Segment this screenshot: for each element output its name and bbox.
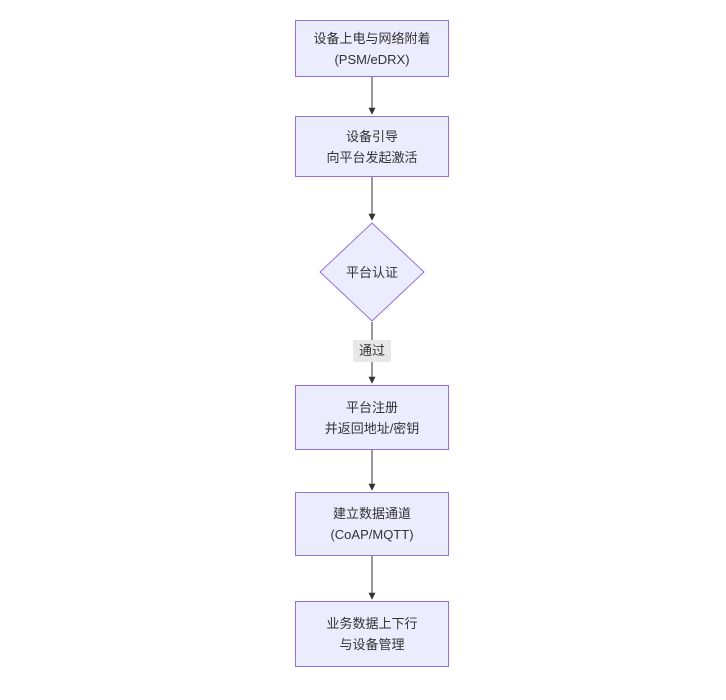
node-power-attach: 设备上电与网络附着 (PSM/eDRX) bbox=[295, 20, 449, 77]
diamond-shape bbox=[319, 222, 425, 322]
node-platform-auth-label: 平台认证 bbox=[345, 264, 398, 280]
node-power-attach-line1: 设备上电与网络附着 bbox=[313, 30, 431, 46]
node-business-data-line2: 与设备管理 bbox=[339, 637, 405, 652]
node-platform-auth: 平台认证 bbox=[319, 222, 425, 322]
node-business-data: 业务数据上下行 与设备管理 bbox=[295, 601, 449, 667]
node-platform-register-line1: 平台注册 bbox=[345, 399, 398, 415]
node-bootstrap-line2: 向平台发起激活 bbox=[326, 149, 418, 165]
node-data-channel: 建立数据通道 (CoAP/MQTT) bbox=[295, 492, 449, 556]
node-bootstrap: 设备引导 向平台发起激活 bbox=[295, 116, 449, 177]
edge-label-pass: 通过 bbox=[352, 340, 392, 362]
node-power-attach-line2: (PSM/eDRX) bbox=[334, 51, 410, 67]
node-platform-register: 平台注册 并返回地址/密钥 bbox=[295, 385, 449, 450]
node-bootstrap-line1: 设备引导 bbox=[345, 128, 398, 144]
node-data-channel-line1: 建立数据通道 bbox=[332, 506, 411, 521]
node-business-data-line1: 业务数据上下行 bbox=[326, 616, 418, 631]
node-data-channel-line2: (CoAP/MQTT) bbox=[330, 527, 414, 542]
node-platform-register-line2: 并返回地址/密钥 bbox=[324, 420, 420, 436]
